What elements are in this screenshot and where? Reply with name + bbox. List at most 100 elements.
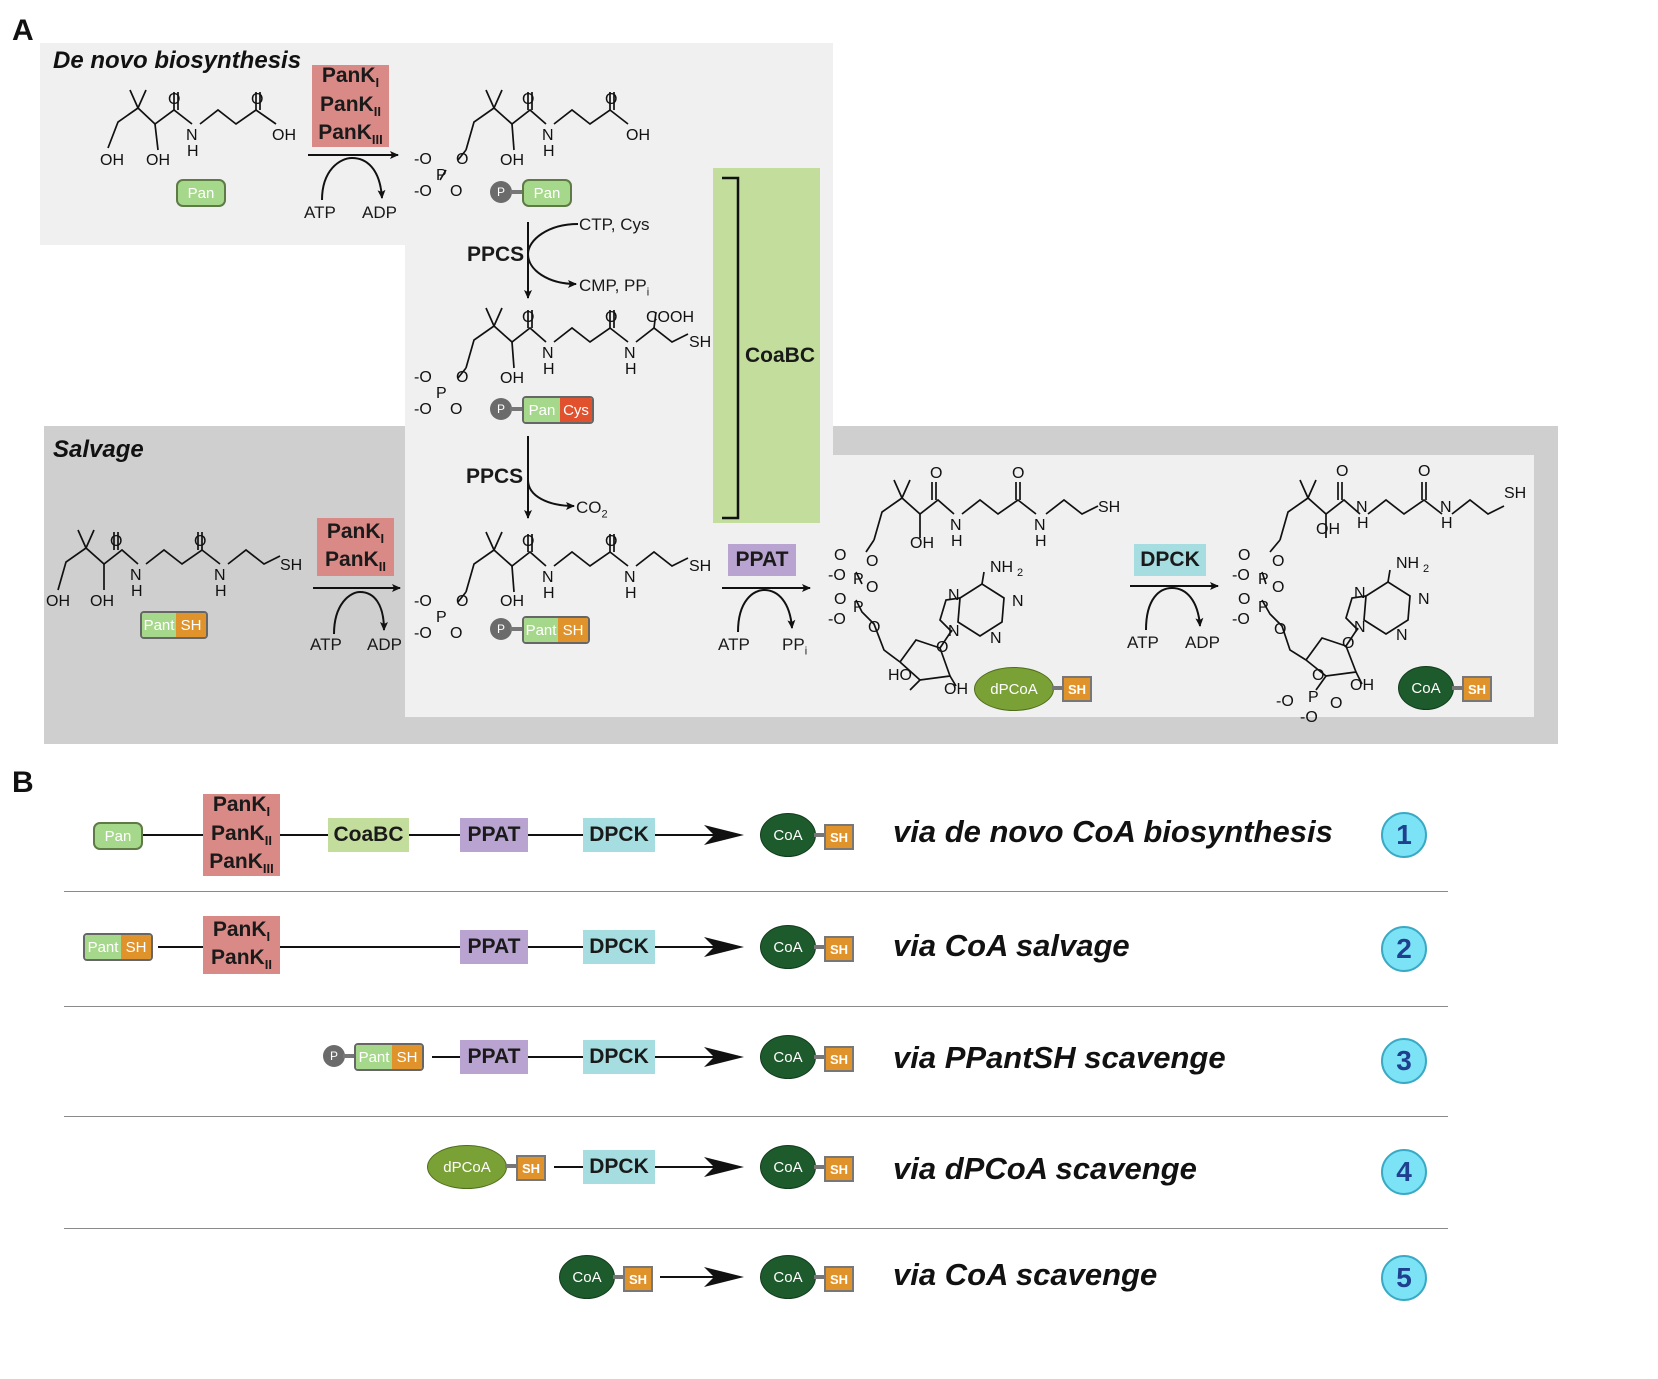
atom-n: N bbox=[214, 567, 226, 584]
glyph-connector bbox=[505, 1164, 517, 1168]
coa-glyph: CoA bbox=[760, 1255, 816, 1299]
sh-glyph: SH bbox=[824, 824, 854, 850]
atom-n: N bbox=[1012, 593, 1024, 610]
atom-p: P bbox=[1258, 599, 1269, 616]
atom-ho: HO bbox=[888, 667, 912, 684]
pantsh-glyph: Pant SH bbox=[83, 933, 153, 961]
row-divider bbox=[64, 891, 1448, 892]
sh-glyph: SH bbox=[1062, 676, 1092, 702]
atp-label: ATP bbox=[1127, 633, 1159, 652]
phosphate-badge: P bbox=[490, 618, 512, 640]
atom-n: N bbox=[1354, 619, 1366, 636]
atom-p: P bbox=[1258, 571, 1269, 588]
adp-label: ADP bbox=[367, 635, 402, 654]
atp-label: ATP bbox=[310, 635, 342, 654]
row-divider bbox=[64, 1116, 1448, 1117]
atom-o: O bbox=[1272, 553, 1284, 570]
atom-oh: OH bbox=[500, 370, 524, 387]
de-novo-title: De novo biosynthesis bbox=[53, 47, 302, 74]
atom-o: O bbox=[450, 183, 462, 200]
atom-n: N bbox=[1418, 591, 1430, 608]
route-line bbox=[140, 834, 740, 836]
atom-p: P bbox=[436, 609, 447, 626]
dpck-enzyme-box: DPCK bbox=[583, 818, 655, 852]
pank-enzyme-box: PanKI PanKII PanKIII bbox=[203, 793, 280, 876]
atom-oh: OH bbox=[944, 681, 968, 698]
atom-nh2: NH bbox=[990, 559, 1013, 576]
dpck-enzyme-box: DPCK bbox=[583, 930, 655, 964]
route-line bbox=[158, 946, 740, 948]
pathway-diagram: OH OH O N H O OH OH O N H O OH O P -O -O… bbox=[46, 89, 1526, 726]
dpck-enzyme-box: DPCK bbox=[1134, 544, 1206, 576]
atom-sh: SH bbox=[280, 557, 302, 574]
atom-n: N bbox=[624, 569, 636, 586]
route-label-3: via PPantSH scavenge bbox=[893, 1040, 1226, 1075]
atom-n: N bbox=[1354, 585, 1366, 602]
atom-o: O bbox=[522, 533, 534, 550]
atom-oh: OH bbox=[910, 535, 934, 552]
atom-h: H bbox=[543, 143, 555, 160]
atom-neg-o: -O bbox=[414, 625, 432, 642]
atom-sh: SH bbox=[1504, 485, 1526, 502]
coabc-enzyme-box: CoaBC bbox=[328, 818, 409, 852]
dpck-enzyme-box: DPCK bbox=[583, 1040, 655, 1074]
atom-oh: OH bbox=[90, 593, 114, 610]
dpcoa-glyph: dPCoA bbox=[427, 1145, 507, 1189]
atom-n: N bbox=[186, 127, 198, 144]
glyph-connector bbox=[1052, 686, 1064, 690]
atom-p: P bbox=[853, 599, 864, 616]
coa-glyph: CoA bbox=[1398, 666, 1454, 710]
atom-h: H bbox=[543, 361, 555, 378]
route-number-5: 5 bbox=[1381, 1255, 1427, 1301]
atom-h: H bbox=[1441, 515, 1453, 532]
atom-h: H bbox=[215, 583, 227, 600]
dpck-enzyme-box: DPCK bbox=[583, 1150, 655, 1184]
atom-o: O bbox=[866, 553, 878, 570]
coa-glyph: CoA bbox=[559, 1255, 615, 1299]
pantsh-glyph: Pant SH bbox=[354, 1043, 424, 1071]
glyph-connector bbox=[814, 833, 826, 837]
coabc-label: CoaBC bbox=[745, 344, 816, 367]
atom-oh: OH bbox=[1350, 677, 1374, 694]
atom-o: O bbox=[1330, 695, 1342, 712]
atom-cooh: COOH bbox=[646, 309, 694, 326]
route-arrowhead bbox=[704, 1157, 744, 1177]
glyph-connector bbox=[613, 1275, 625, 1279]
atom-n: N bbox=[624, 345, 636, 362]
coa-glyph: CoA bbox=[760, 925, 816, 969]
atom-sh: SH bbox=[689, 558, 711, 575]
route-number-2: 2 bbox=[1381, 926, 1427, 972]
atom-o: O bbox=[110, 533, 122, 550]
atom-o: O bbox=[456, 593, 468, 610]
atom-o: O bbox=[450, 625, 462, 642]
route-label-4: via dPCoA scavenge bbox=[893, 1151, 1197, 1186]
ppi-label: PPi bbox=[782, 635, 808, 658]
pan-glyph: Pan bbox=[522, 179, 572, 207]
route-label-1: via de novo CoA biosynthesis bbox=[893, 814, 1333, 849]
atom-neg-o: -O bbox=[1232, 611, 1250, 628]
route-line bbox=[660, 1276, 740, 1278]
pantsh-glyph: Pant SH bbox=[522, 616, 590, 644]
atom-oh: OH bbox=[272, 127, 296, 144]
atom-h: H bbox=[1035, 533, 1047, 550]
atom-n: N bbox=[990, 630, 1002, 647]
atom-o: O bbox=[1272, 579, 1284, 596]
atom-o: O bbox=[251, 91, 263, 108]
sh-glyph: SH bbox=[824, 936, 854, 962]
route-label-5: via CoA scavenge bbox=[893, 1257, 1158, 1292]
atom-neg-o: -O bbox=[1276, 693, 1294, 710]
atom-oh: OH bbox=[100, 152, 124, 169]
atom-n: N bbox=[542, 345, 554, 362]
atom-oh: OH bbox=[626, 127, 650, 144]
atom-h: H bbox=[543, 585, 555, 602]
atom-o: O bbox=[194, 533, 206, 550]
coa-glyph: CoA bbox=[760, 1145, 816, 1189]
glyph-connector bbox=[510, 407, 524, 411]
atom-neg-o: -O bbox=[414, 183, 432, 200]
atom-neg-o: -O bbox=[1300, 709, 1318, 726]
glyph-connector bbox=[814, 945, 826, 949]
ctp-cys-label: CTP, Cys bbox=[579, 215, 650, 234]
de-novo-region-bg bbox=[40, 43, 833, 245]
atom-o: O bbox=[522, 309, 534, 326]
sh-glyph: SH bbox=[824, 1156, 854, 1182]
